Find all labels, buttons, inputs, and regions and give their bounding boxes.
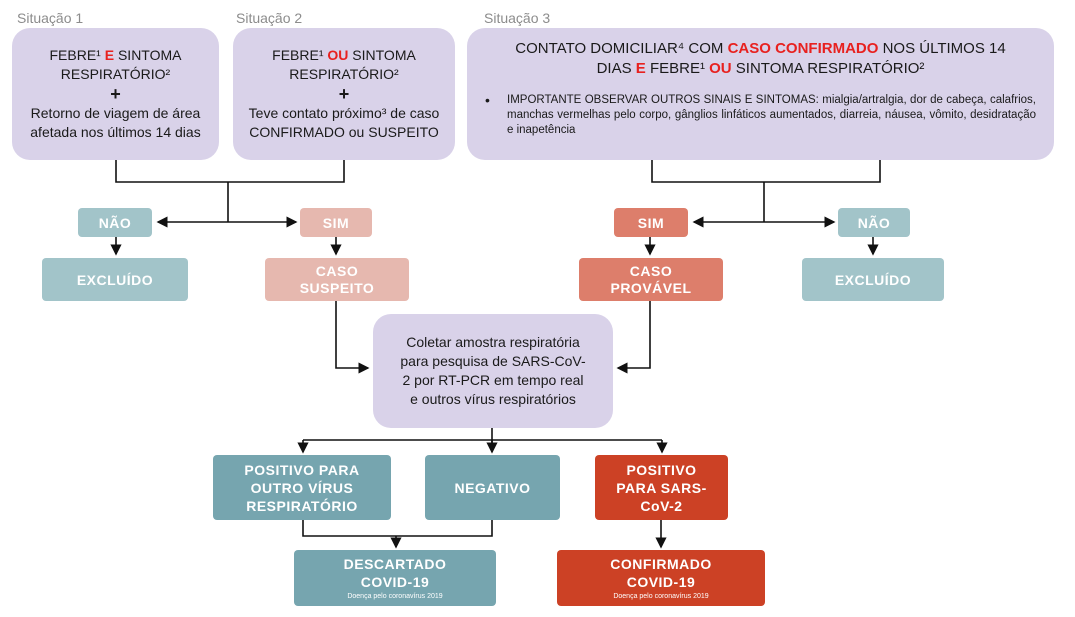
situation-3-label: Situação 3 bbox=[484, 10, 551, 26]
positivo-sars-node: POSITIVO PARA SARS-CoV-2 bbox=[595, 455, 728, 520]
sim-node-right: SIM bbox=[614, 208, 688, 237]
descartado-node: DESCARTADO COVID-19 Doença pelo coronaví… bbox=[294, 550, 496, 606]
excluido-node-right: EXCLUÍDO bbox=[802, 258, 944, 301]
caso-suspeito-node: CASO SUSPEITO bbox=[265, 258, 409, 301]
bullet-icon: • bbox=[485, 92, 490, 108]
nao-node-right: NÃO bbox=[838, 208, 910, 237]
situation-1-box: FEBRE¹ E SINTOMA RESPIRATÓRIO² + Retorno… bbox=[12, 28, 219, 160]
situation-1-label: Situação 1 bbox=[17, 10, 84, 26]
s3-bullet: • IMPORTANTE OBSERVAR OUTROS SINAIS E SI… bbox=[485, 93, 1036, 138]
situation-3-box: CONTATO DOMICILIAR⁴ COM CASO CONFIRMADO … bbox=[467, 28, 1054, 160]
confirmado-label: CONFIRMADO COVID-19 bbox=[610, 556, 712, 590]
s2-conjunction: OU bbox=[327, 47, 349, 63]
positivo-outro-virus-node: POSITIVO PARA OUTRO VÍRUS RESPIRATÓRIO bbox=[213, 455, 391, 520]
descartado-label: DESCARTADO COVID-19 bbox=[343, 556, 447, 590]
s3-heading: CONTATO DOMICILIAR⁴ COM CASO CONFIRMADO … bbox=[515, 40, 1006, 77]
caso-provavel-node: CASO PROVÁVEL bbox=[579, 258, 723, 301]
collect-sample-box: Coletar amostra respiratória para pesqui… bbox=[373, 314, 613, 428]
s2-line1: FEBRE¹ OU SINTOMA RESPIRATÓRIO² bbox=[272, 47, 416, 82]
plus-sign: + bbox=[110, 84, 121, 104]
s1-conjunction: E bbox=[104, 47, 115, 63]
plus-sign: + bbox=[338, 84, 350, 104]
confirmado-node: CONFIRMADO COVID-19 Doença pelo coronaví… bbox=[557, 550, 765, 606]
s2-condition: Teve contato próximo³ de caso CONFIRMADO… bbox=[248, 105, 440, 140]
situation-2-label: Situação 2 bbox=[236, 10, 303, 26]
s3-bullet-text: IMPORTANTE OBSERVAR OUTROS SINAIS E SINT… bbox=[507, 94, 1036, 136]
confirmado-note: Doença pelo coronavírus 2019 bbox=[613, 593, 709, 600]
negativo-node: NEGATIVO bbox=[425, 455, 560, 520]
descartado-note: Doença pelo coronavírus 2019 bbox=[347, 593, 443, 600]
nao-node-left: NÃO bbox=[78, 208, 152, 237]
sim-node-left: SIM bbox=[300, 208, 372, 237]
s1-condition: Retorno de viagem de área afetada nos úl… bbox=[30, 105, 201, 140]
s1-line1: FEBRE¹ E SINTOMA RESPIRATÓRIO² bbox=[49, 47, 182, 82]
excluido-node-left: EXCLUÍDO bbox=[42, 258, 188, 301]
situation-2-box: FEBRE¹ OU SINTOMA RESPIRATÓRIO² + Teve c… bbox=[233, 28, 455, 160]
